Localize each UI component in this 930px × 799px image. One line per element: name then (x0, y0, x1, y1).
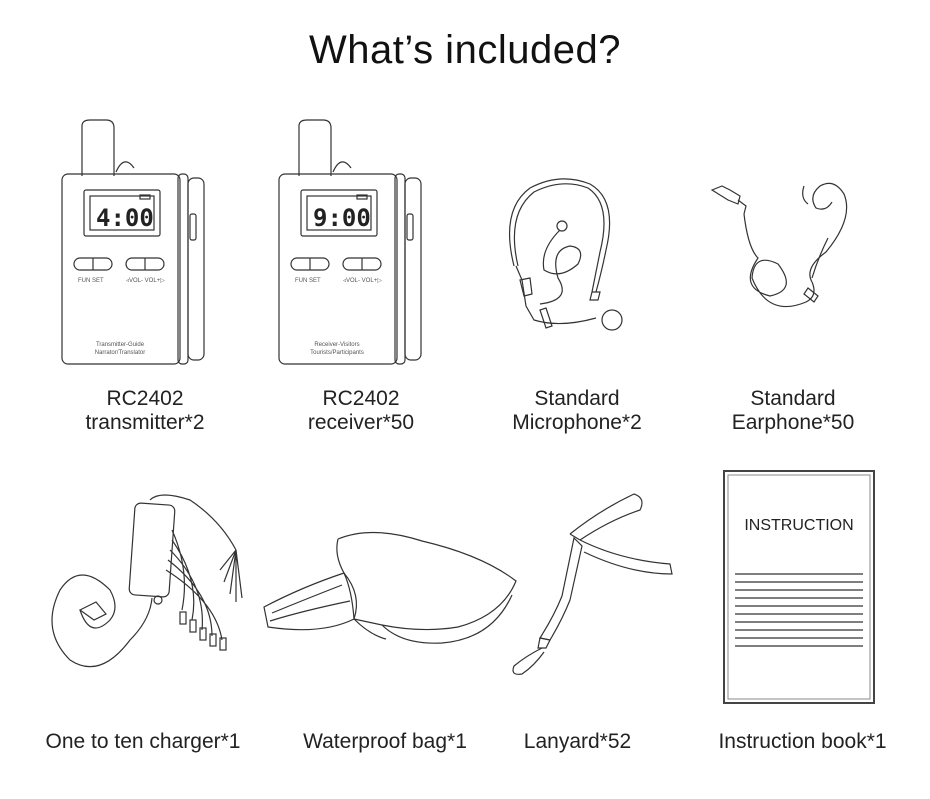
transmitter-caption: RC2402 transmitter*2 (40, 387, 250, 435)
transmitter-body-line2: Narrator/Translator (95, 350, 145, 356)
transmitter-lcd-text: 4:00 (96, 204, 154, 232)
transmitter-fun-set-label: FUN SET (78, 278, 104, 284)
earphone-caption: Standard Earphone*50 (688, 387, 898, 435)
page-title: What’s included? (309, 28, 621, 72)
instruction-book-caption-line1: Instruction book*1 (718, 730, 887, 753)
charger-icon (51, 494, 243, 668)
bag-icon (263, 531, 517, 644)
bag-caption: Waterproof bag*1 (280, 730, 490, 754)
receiver-icon: 9:00 FUN SET ◃VOL- VOL+▷ Receiver-Visito… (278, 119, 422, 365)
receiver-body-line1: Receiver-Visitors (314, 342, 359, 348)
transmitter-icon: 4:00 FUN SET ◃VOL- VOL+▷ Transmitter-Gui… (61, 119, 205, 365)
receiver-vol-label: ◃VOL- VOL+▷ (343, 278, 382, 284)
earphone-caption-line1: Standard (750, 387, 836, 410)
charger-caption-line1: One to ten charger*1 (45, 730, 241, 753)
transmitter-body-line1: Transmitter-Guide (96, 342, 145, 348)
charger-caption: One to ten charger*1 (28, 730, 258, 754)
instruction-book-item: INSTRUCTION (723, 470, 875, 704)
lanyard-icon (512, 493, 673, 675)
transmitter-caption-line2: transmitter*2 (85, 411, 205, 434)
transmitter-vol-label: ◃VOL- VOL+▷ (126, 278, 165, 284)
receiver-body-line2: Tourists/Participants (310, 350, 364, 356)
receiver-caption-line2: receiver*50 (307, 411, 415, 434)
bag-item (262, 515, 522, 665)
lanyard-caption: Lanyard*52 (490, 730, 665, 754)
microphone-caption: Standard Microphone*2 (472, 387, 682, 435)
instruction-book-icon: INSTRUCTION (723, 470, 875, 704)
lanyard-caption-line1: Lanyard*52 (523, 730, 632, 753)
microphone-caption-line1: Standard (534, 387, 620, 410)
earphone-item (708, 178, 858, 348)
charger-item (40, 490, 260, 690)
instruction-book-title: INSTRUCTION (744, 517, 853, 534)
lanyard-item (500, 490, 680, 685)
transmitter-caption-line1: RC2402 (106, 387, 184, 410)
instruction-book-caption: Instruction book*1 (695, 730, 910, 754)
receiver-caption: RC2402 receiver*50 (256, 387, 466, 435)
bag-caption-line1: Waterproof bag*1 (303, 730, 467, 753)
earphone-caption-line2: Earphone*50 (731, 411, 855, 434)
microphone-caption-line2: Microphone*2 (512, 411, 642, 434)
transmitter-item: 4:00 FUN SET ◃VOL- VOL+▷ Transmitter-Gui… (60, 118, 220, 368)
receiver-caption-line1: RC2402 (322, 387, 400, 410)
microphone-icon (508, 178, 623, 331)
microphone-item (500, 170, 640, 350)
earphone-icon (710, 182, 848, 308)
receiver-lcd-text: 9:00 (313, 204, 371, 232)
receiver-fun-set-label: FUN SET (295, 278, 321, 284)
receiver-item: 9:00 FUN SET ◃VOL- VOL+▷ Receiver-Visito… (277, 118, 437, 368)
